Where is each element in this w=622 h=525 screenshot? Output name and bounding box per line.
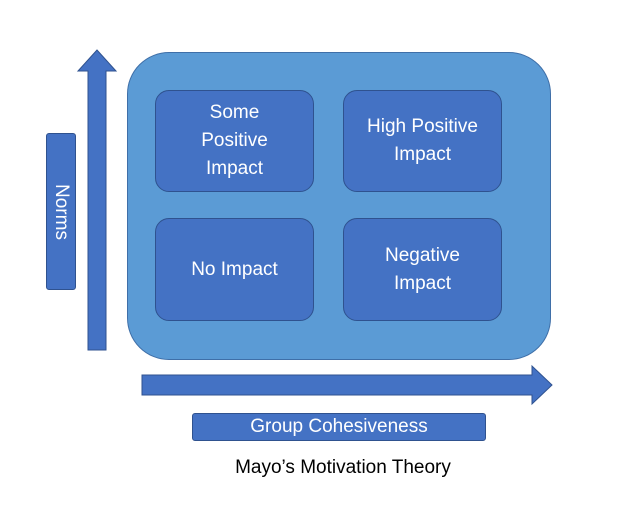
y-axis-label: Norms [46, 133, 76, 290]
quadrant-label-line: Impact [393, 144, 451, 165]
quadrant-label-line: High Positive [367, 116, 478, 137]
x-axis-arrow [141, 364, 553, 406]
quadrant-label-line: No Impact [191, 258, 278, 280]
quadrant-no-impact: No Impact [155, 218, 314, 321]
quadrant-label-line: Impact [205, 158, 264, 179]
diagram-caption: Mayo’s Motivation Theory [235, 457, 451, 478]
quadrant-negative-impact: Negative Impact [343, 218, 502, 321]
x-axis-label-text: Group Cohesiveness [250, 416, 428, 437]
y-axis-label-text: Norms [51, 183, 73, 240]
quadrant-high-positive-impact: High Positive Impact [343, 90, 502, 192]
y-axis-arrow [76, 49, 118, 351]
quadrant-label-line: Impact [393, 272, 452, 294]
x-axis-label: Group Cohesiveness [192, 413, 486, 441]
quadrant-label-line: Positive [201, 130, 268, 151]
quadrant-label-line: Negative [385, 244, 460, 266]
quadrant-label-line: Some [209, 102, 260, 123]
quadrant-some-positive-impact: Some Positive Impact [155, 90, 314, 192]
